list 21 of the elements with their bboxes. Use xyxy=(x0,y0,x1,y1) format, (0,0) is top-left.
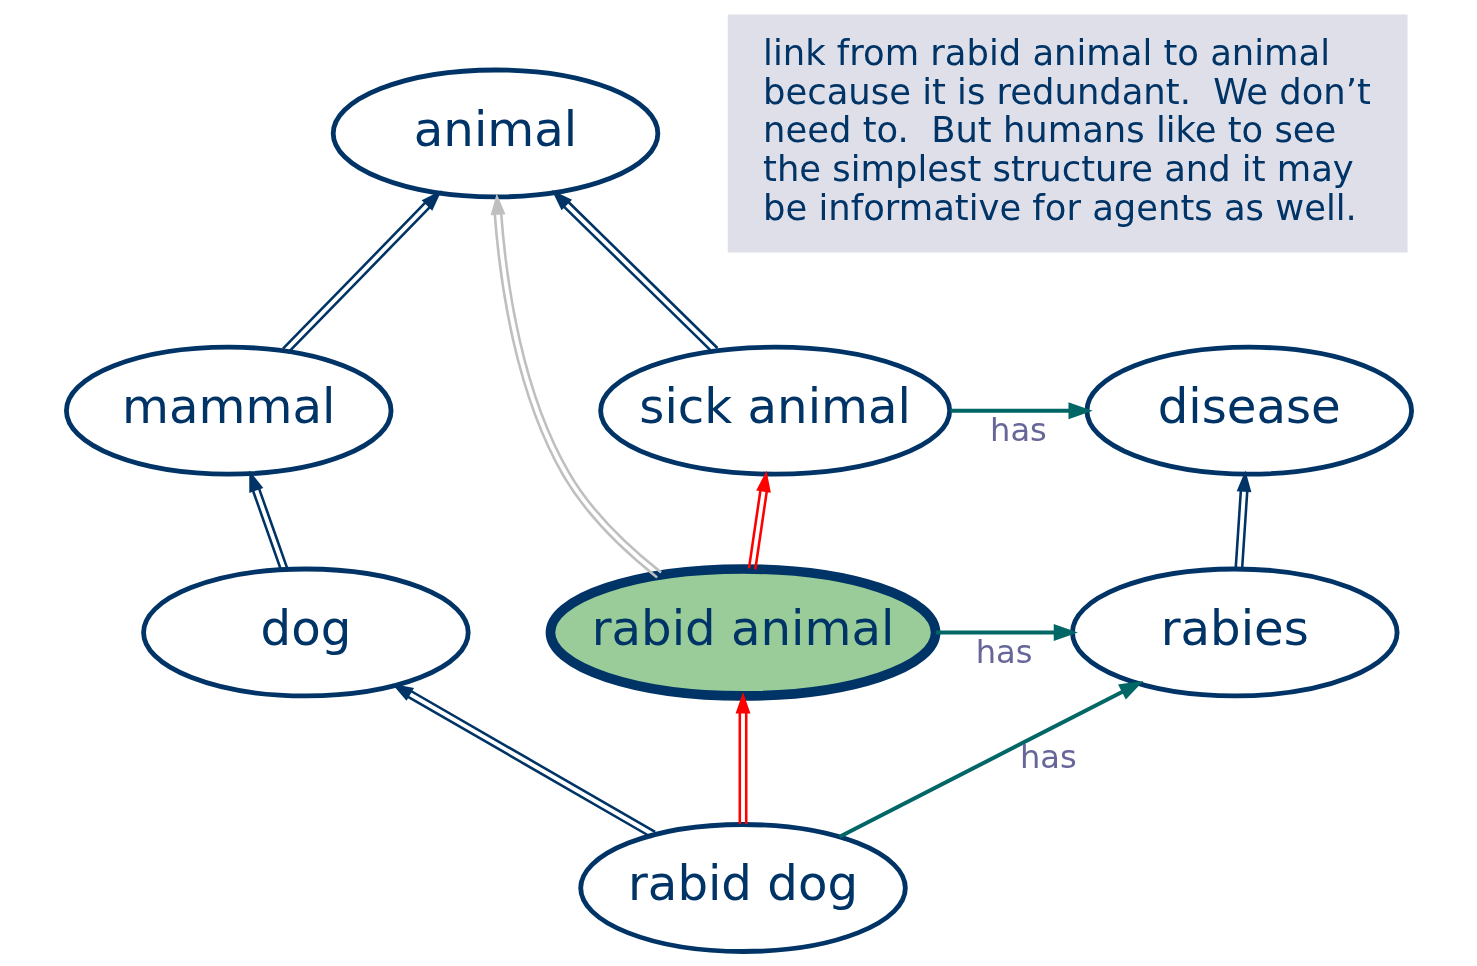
node-ellipse: sick animal xyxy=(597,344,952,477)
arrow xyxy=(949,402,1093,420)
node-ellipse: mammal xyxy=(63,344,393,477)
arrow xyxy=(838,680,1143,839)
arrow xyxy=(281,190,442,355)
edge-label: has xyxy=(1019,738,1077,777)
edge-label: has xyxy=(989,411,1047,450)
arrow xyxy=(490,193,662,579)
label: link from rabid animal to animal because it is redundant. We don’t need to. But humans like to see the simplest structure and it may be informative for agents as well. xyxy=(762,32,1371,228)
edge-label: has xyxy=(975,633,1033,671)
arrow xyxy=(551,190,718,354)
arrow xyxy=(1233,470,1251,570)
node-ellipse: rabid animal xyxy=(545,564,940,701)
node-ellipse: animal xyxy=(330,67,660,200)
node-ellipse: disease xyxy=(1084,344,1414,477)
arrow xyxy=(248,470,288,571)
arrow xyxy=(735,692,750,824)
arrow xyxy=(391,683,656,839)
node-ellipse: rabid dog xyxy=(577,822,908,954)
arrow xyxy=(935,624,1078,641)
arrow xyxy=(747,470,771,570)
